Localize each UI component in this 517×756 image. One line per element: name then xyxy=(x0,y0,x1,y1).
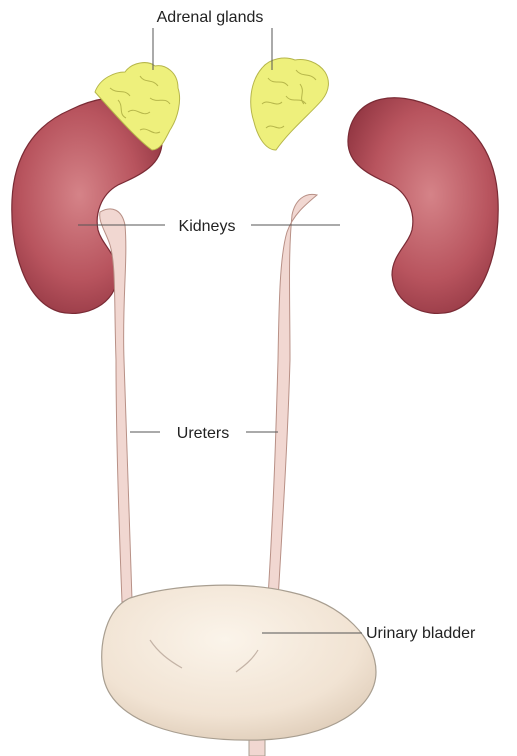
urinary-bladder xyxy=(102,585,376,756)
kidneys-label: Kidneys xyxy=(179,218,236,235)
ureters-label: Ureters xyxy=(177,425,229,442)
right-adrenal-gland xyxy=(251,58,329,150)
urinary-bladder-label: Urinary bladder xyxy=(366,625,476,642)
adrenal-glands-label: Adrenal glands xyxy=(157,9,264,26)
right-kidney xyxy=(348,98,498,314)
right-ureter xyxy=(268,194,317,600)
